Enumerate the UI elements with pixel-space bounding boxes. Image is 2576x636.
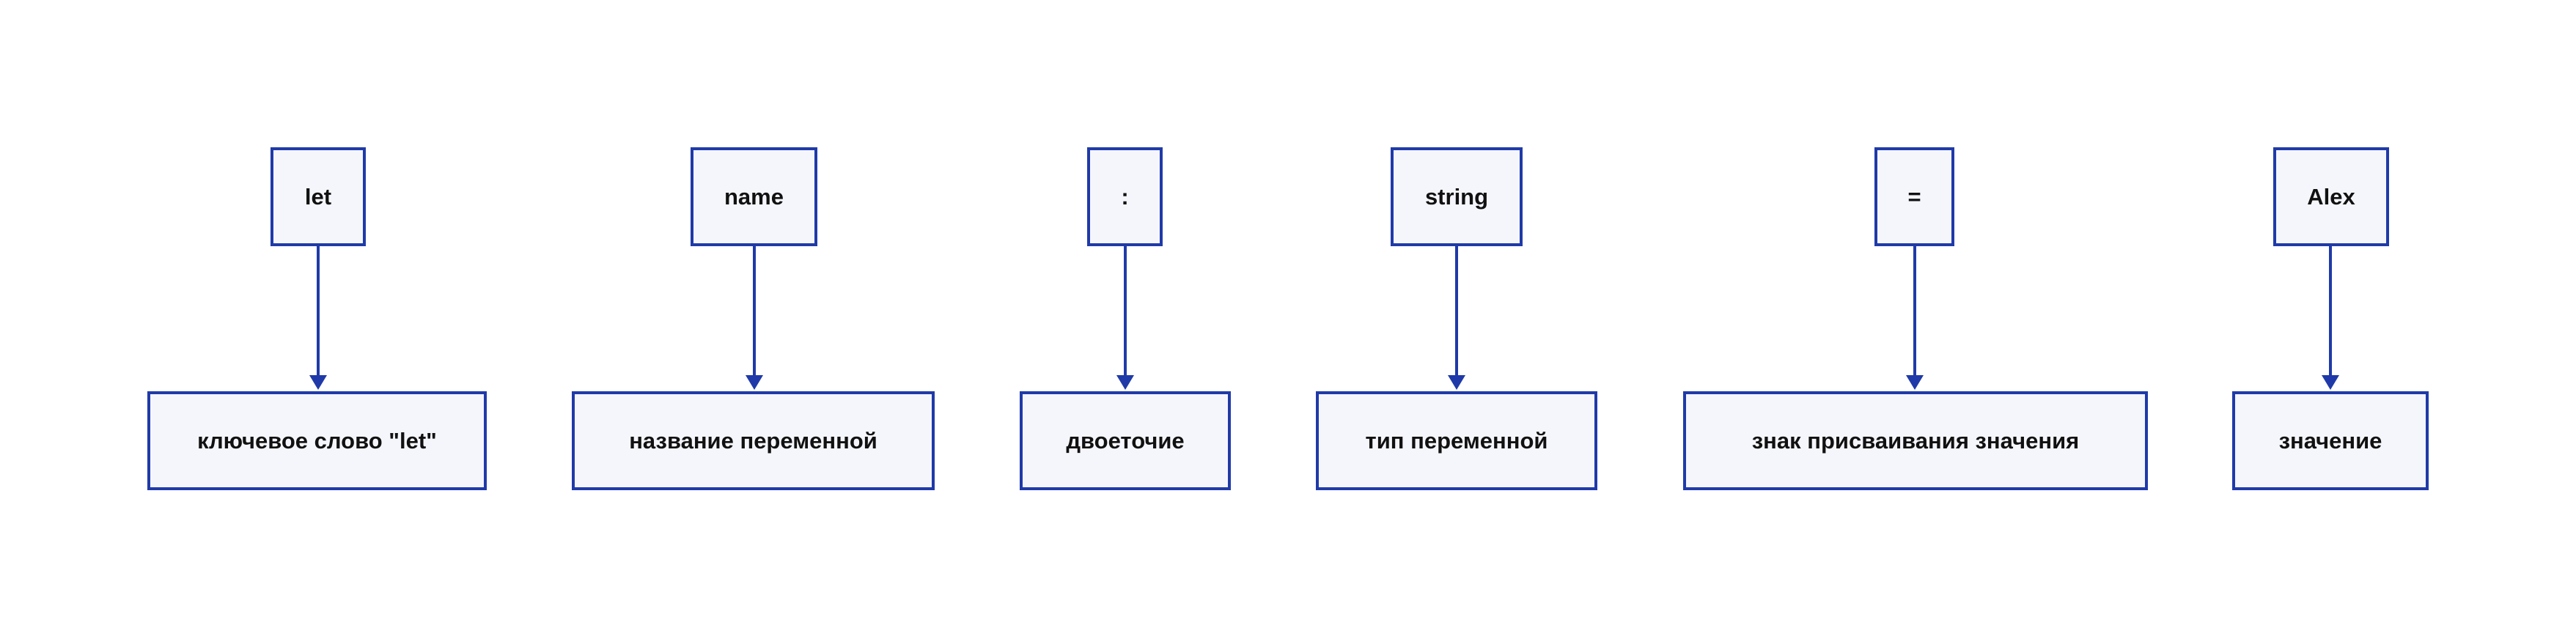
description-box-colon: двоеточие [1020,391,1231,490]
token-label: Alex [2307,183,2355,210]
description-label: название переменной [629,427,877,454]
description-label: тип переменной [1365,427,1548,454]
arrowhead-icon [1906,375,1924,390]
arrow-connector [2329,246,2332,377]
arrow-connector [753,246,756,377]
arrow-connector [1455,246,1458,377]
token-box-name: name [691,147,817,246]
token-label: : [1121,183,1129,210]
token-label: let [304,183,332,210]
token-label: name [724,183,784,210]
description-box-keyword: ключевое слово "let" [147,391,487,490]
description-box-value: значение [2232,391,2429,490]
token-box-string: string [1391,147,1523,246]
description-box-variable-type: тип переменной [1316,391,1597,490]
arrowhead-icon [2322,375,2339,390]
description-label: значение [2278,427,2382,454]
token-box-let: let [271,147,366,246]
description-label: двоеточие [1066,427,1185,454]
arrow-connector [1124,246,1127,377]
description-label: знак присваивания значения [1751,427,2080,454]
token-box-alex: Alex [2273,147,2389,246]
description-box-assignment: знак присваивания значения [1683,391,2148,490]
arrowhead-icon [1448,375,1465,390]
token-box-equals: = [1874,147,1954,246]
token-label: = [1907,183,1921,210]
description-label: ключевое слово "let" [197,427,437,454]
arrow-connector [317,246,320,377]
arrow-connector [1913,246,1916,377]
arrowhead-icon [746,375,763,390]
description-box-variable-name: название переменной [572,391,935,490]
token-box-colon: : [1087,147,1163,246]
token-label: string [1424,183,1489,210]
arrowhead-icon [1116,375,1134,390]
arrowhead-icon [309,375,327,390]
